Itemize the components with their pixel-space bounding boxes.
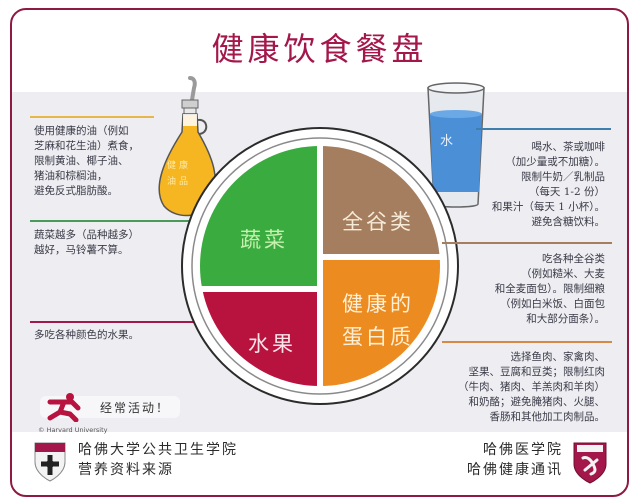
water-note: 喝水、茶或咖啡 （加少量或不加糖）。 限制牛奶／乳制品 （每天 1-2 份） 和…: [491, 141, 605, 228]
vegetables-divider: [30, 220, 210, 222]
activity-label: 经常活动！: [100, 401, 171, 415]
running-person-icon: [47, 393, 81, 422]
vegetables-note: 蔬菜越多（品种越多） 越好，马铃薯不算。: [34, 229, 139, 256]
oil-note: 使用健康的油（例如 芝麻和花生油）煮食， 限制黄油、椰子油、 猪油和棕榈油， 避…: [34, 125, 139, 197]
vegetables-label: 蔬菜: [240, 228, 288, 252]
protein-label: 健康的 蛋白质: [342, 292, 414, 349]
grains-note: 吃各种全谷类 （例如糙米、大麦 和全麦面包）。限制细粮 （例如白米饭、白面包 和…: [494, 253, 605, 325]
protein-divider: [442, 341, 612, 343]
fruits-divider: [30, 321, 206, 323]
page-title: 健康饮食餐盘: [211, 30, 428, 68]
footer-right: 哈佛医学院 哈佛健康通讯: [467, 442, 563, 478]
fruits-note: 多吃各种颜色的水果。: [34, 329, 139, 341]
oil-bottle-label: 健康 油品: [167, 161, 192, 187]
oil-bottle-icon: [158, 76, 217, 217]
grains-divider: [442, 242, 612, 244]
harvard-public-health-shield-icon: [34, 442, 66, 482]
water-divider: [476, 128, 611, 130]
activity-badge: 经常活动！: [40, 393, 180, 422]
copyright: © Harvard University: [38, 426, 108, 434]
poster-frame: 健康饮食餐盘 健康 油品 水 使用健康的油（例如 芝麻和花生油）煮食， 限制黄油…: [10, 8, 629, 497]
harvard-medical-school-shield-icon: [573, 442, 607, 484]
water-glass-icon: [427, 82, 485, 208]
oil-divider: [30, 116, 154, 118]
protein-note: 选择鱼肉、家禽肉、 坚果、豆腐和豆类；限制红肉 （牛肉、猪肉、羊羔肉和羊肉） 和…: [458, 351, 605, 423]
plate: [181, 127, 459, 405]
fruits-label: 水果: [248, 332, 296, 356]
footer-left: 哈佛大学公共卫生学院 营养资料来源: [78, 442, 238, 478]
grains-label: 全谷类: [342, 210, 414, 234]
water-glass-label: 水: [440, 134, 454, 149]
